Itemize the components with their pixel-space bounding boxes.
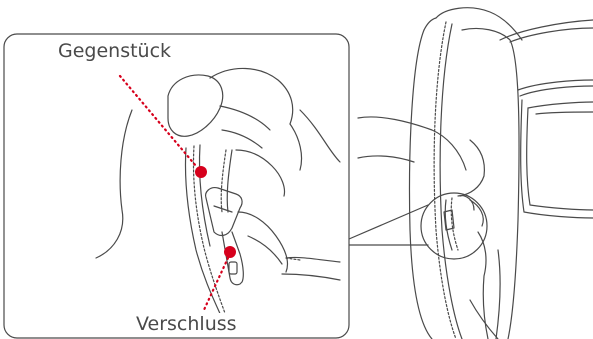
bag-illustration [358,8,593,339]
fastener-label: Verschluss [134,313,239,335]
fastener-marker [224,246,236,258]
counterpart-label: Gegenstück [56,40,173,62]
counterpart-marker [195,166,207,178]
zoom-indicator [349,193,487,259]
zoom-line-top [349,205,428,239]
detail-frame [4,34,349,338]
